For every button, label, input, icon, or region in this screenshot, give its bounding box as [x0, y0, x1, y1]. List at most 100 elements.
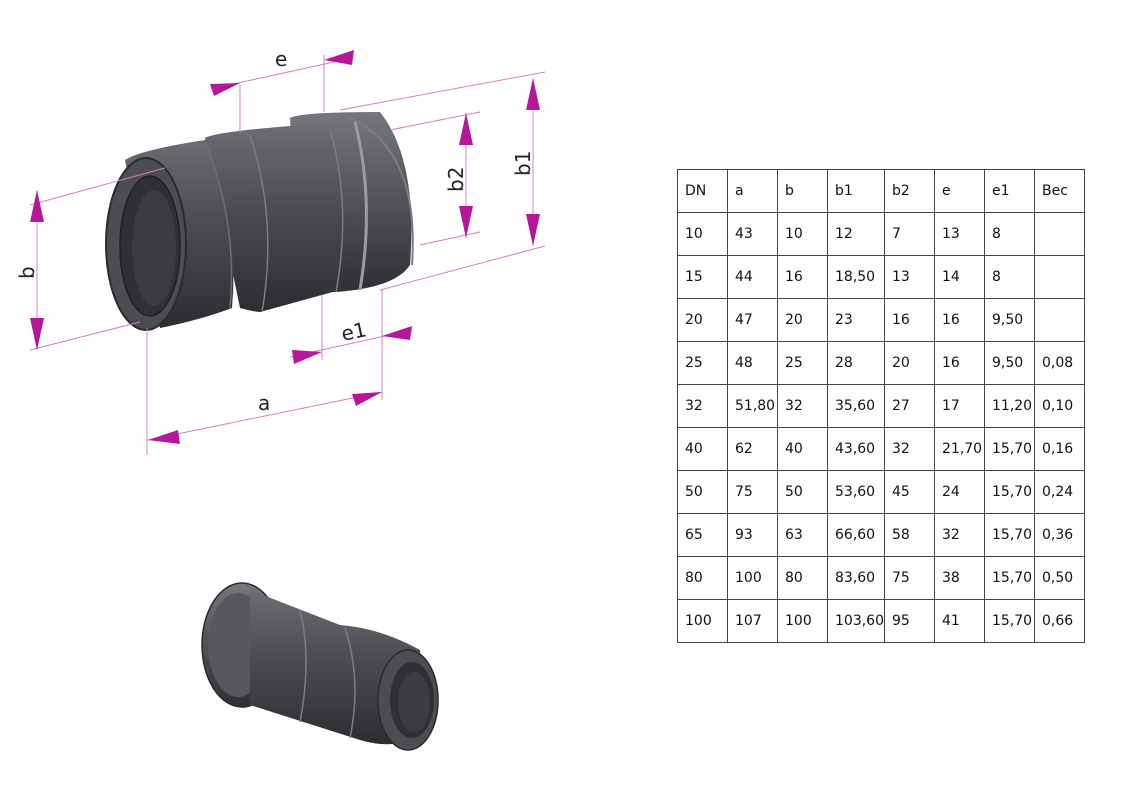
arrow-b2-top	[459, 113, 473, 145]
table-cell: 100	[727, 556, 778, 600]
table-cell: 75	[727, 470, 778, 514]
table-cell: 75	[884, 556, 935, 600]
arrow-b-bottom	[30, 318, 44, 350]
dimension-arrows	[30, 50, 540, 444]
table-cell: 48	[727, 341, 778, 385]
table-cell: 12	[827, 212, 885, 256]
table-cell: 27	[884, 384, 935, 428]
table-cell: 15	[677, 255, 728, 299]
table-cell: 13	[934, 212, 985, 256]
table-cell: 103,60	[827, 599, 885, 643]
table-cell: 15,70	[984, 427, 1035, 471]
label-e: e	[275, 47, 287, 71]
table-cell: 63	[777, 513, 828, 557]
table-cell: 14	[934, 255, 985, 299]
table-cell: 66,60	[827, 513, 885, 557]
header-b: b	[777, 169, 828, 213]
table-cell: 83,60	[827, 556, 885, 600]
table-cell: 53,60	[827, 470, 885, 514]
table-cell: 20	[884, 341, 935, 385]
table-cell: 17	[934, 384, 985, 428]
table-cell: 0,08	[1034, 341, 1085, 385]
table-cell: 100	[777, 599, 828, 643]
table-cell: 20	[777, 298, 828, 342]
table-cell: 25	[777, 341, 828, 385]
table-cell: 95	[884, 599, 935, 643]
table-cell: 16	[884, 298, 935, 342]
table-cell: 7	[884, 212, 935, 256]
table-cell: 20	[677, 298, 728, 342]
arrow-e-right	[324, 50, 354, 65]
table-cell: 16	[777, 255, 828, 299]
table-cell: 9,50	[984, 298, 1035, 342]
label-a: a	[258, 391, 270, 415]
table-cell: 62	[727, 427, 778, 471]
table-cell: 28	[827, 341, 885, 385]
header-e1: e1	[984, 169, 1035, 213]
table-cell: 16	[934, 298, 985, 342]
table-cell: 93	[727, 513, 778, 557]
table-cell: 10	[777, 212, 828, 256]
table-cell: 15,70	[984, 513, 1035, 557]
table-cell: 107	[727, 599, 778, 643]
table-cell: 65	[677, 513, 728, 557]
table-cell: 15,70	[984, 599, 1035, 643]
header-dn: DN	[677, 169, 728, 213]
table-cell: 41	[934, 599, 985, 643]
table-cell: 44	[727, 255, 778, 299]
table-cell: 13	[884, 255, 935, 299]
table-cell: 0,24	[1034, 470, 1085, 514]
fitting-main-view	[105, 112, 414, 331]
header-weight: Вес	[1034, 169, 1085, 213]
table-cell: 32	[934, 513, 985, 557]
fitting-drawing: e b b1 b2 e1 a	[15, 47, 546, 751]
table-cell	[1034, 298, 1085, 342]
header-b2: b2	[884, 169, 935, 213]
header-e: e	[934, 169, 985, 213]
label-b1: b1	[511, 151, 535, 176]
table-cell	[1034, 255, 1085, 299]
table-cell: 8	[984, 212, 1035, 256]
table-cell: 100	[677, 599, 728, 643]
table-cell: 38	[934, 556, 985, 600]
fitting-perspective-view	[201, 582, 439, 751]
table-cell: 51,80	[727, 384, 778, 428]
table-cell: 24	[934, 470, 985, 514]
table-cell: 11,20	[984, 384, 1035, 428]
table-cell: 47	[727, 298, 778, 342]
table-cell: 18,50	[827, 255, 885, 299]
arrow-b1-top	[526, 78, 540, 110]
table-cell: 9,50	[984, 341, 1035, 385]
table-cell: 40	[777, 427, 828, 471]
arrow-b2-bottom	[459, 206, 473, 238]
table-cell: 21,70	[934, 427, 985, 471]
table-cell: 43	[727, 212, 778, 256]
table-cell: 45	[884, 470, 935, 514]
header-a: a	[727, 169, 778, 213]
table-cell: 58	[884, 513, 935, 557]
arrow-b-top	[30, 190, 44, 222]
table-cell	[1034, 212, 1085, 256]
table-cell: 32	[777, 384, 828, 428]
table-cell: 50	[677, 470, 728, 514]
arrow-b1-bottom	[526, 214, 540, 246]
header-b1: b1	[827, 169, 885, 213]
table-cell: 0,16	[1034, 427, 1085, 471]
arrow-e1-left	[292, 350, 322, 364]
table-cell: 32	[677, 384, 728, 428]
table-cell: 25	[677, 341, 728, 385]
table-cell: 40	[677, 427, 728, 471]
table-cell: 8	[984, 255, 1035, 299]
table-cell: 80	[777, 556, 828, 600]
table-cell: 80	[677, 556, 728, 600]
